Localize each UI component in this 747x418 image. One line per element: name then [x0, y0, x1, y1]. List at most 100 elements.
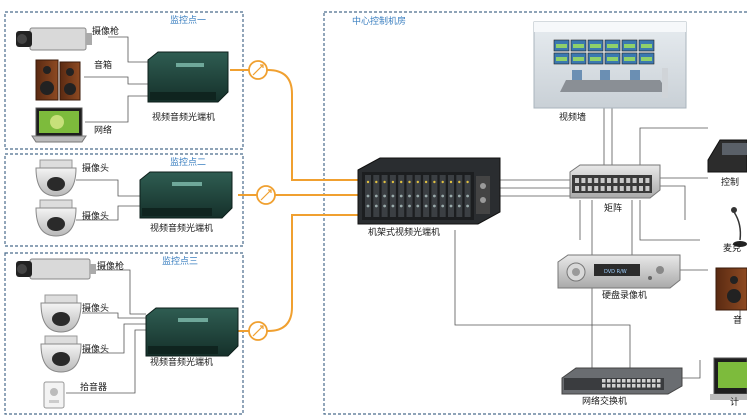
site2-camera-a-label: 摄像头: [82, 164, 110, 174]
site3-dome-b-label: 摄像头: [82, 345, 110, 355]
site3-cables: [66, 269, 146, 394]
switch-port: [632, 379, 636, 383]
laptop-icon: [31, 107, 87, 143]
site1-cables: [84, 36, 148, 123]
controller-label: 控制: [721, 178, 740, 188]
dvr-icon: DVD R/W: [557, 254, 681, 289]
switch-port: [652, 384, 656, 388]
site1-title: 监控点一: [170, 16, 207, 26]
dome-camera-icon: [40, 335, 82, 373]
computer-icon: [710, 357, 747, 400]
center-panel: [323, 11, 747, 415]
switch-port: [612, 384, 616, 388]
box-camera-icon: [16, 27, 92, 51]
switch-port: [622, 384, 626, 388]
matrix-key: [632, 186, 637, 191]
rack-transceiver-icon: [357, 157, 501, 225]
fiber-connectors: [248, 60, 276, 341]
switch-port: [657, 384, 661, 388]
switch-port: [632, 384, 636, 388]
speaker-icon: [35, 59, 81, 101]
site3-camera-label: 摄像枪: [97, 262, 125, 272]
speaker-icon: [715, 267, 747, 311]
site3-pickup-label: 拾音器: [80, 383, 108, 393]
rack-transceiver-label: 机架式视频光端机: [368, 228, 441, 238]
site3-transceiver-label: 视频音频光端机: [150, 358, 214, 368]
switch-port: [657, 379, 661, 383]
switch-port: [602, 379, 606, 383]
site3-panel: [4, 252, 244, 415]
center-cables: [454, 108, 741, 390]
control-keyboard-icon: [707, 139, 747, 173]
matrix-key: [645, 178, 650, 183]
site2-camera-b-label: 摄像头: [82, 212, 110, 222]
dvr-badge: DVD R/W: [604, 269, 627, 275]
switch-port: [602, 384, 606, 388]
switch-port: [637, 384, 641, 388]
matrix-key: [575, 186, 579, 191]
site2-cables: [76, 179, 140, 221]
matrix-key: [594, 186, 599, 191]
microphone-icon: [731, 207, 747, 247]
switch-label: 网络交换机: [582, 397, 628, 407]
microphone-label: 麦克: [723, 244, 742, 254]
matrix-key: [594, 178, 599, 183]
switch-port: [647, 379, 651, 383]
matrix-switcher-icon: [569, 164, 661, 199]
network-switch-icon: [561, 367, 683, 395]
dvr-label: 硬盘录像机: [602, 291, 648, 301]
fiber-transceiver-icon: [147, 51, 229, 103]
matrix-key: [607, 186, 611, 191]
matrix-key: [581, 186, 586, 191]
fiber-transceiver-icon: [145, 307, 239, 357]
site1-speaker-label: 音箱: [94, 61, 113, 71]
switch-port: [607, 379, 611, 383]
switch-port: [617, 379, 621, 383]
matrix-key: [600, 186, 605, 191]
switch-port: [627, 379, 631, 383]
switch-port: [617, 384, 621, 388]
matrix-key: [575, 178, 579, 183]
matrix-key: [613, 186, 618, 191]
site2-transceiver-label: 视频音频光端机: [150, 224, 214, 234]
switch-port: [612, 379, 616, 383]
dome-camera-icon: [35, 199, 77, 237]
center-title: 中心控制机房: [352, 17, 407, 27]
matrix-key: [619, 178, 624, 183]
computer-label: 计: [730, 398, 740, 408]
site3-title: 监控点三: [162, 257, 199, 267]
matrix-key: [587, 178, 592, 183]
speaker-right-label: 音: [733, 316, 743, 326]
switch-port: [652, 379, 656, 383]
matrix-key: [626, 186, 631, 191]
matrix-key: [632, 178, 637, 183]
dome-camera-icon: [35, 159, 77, 197]
switch-port: [622, 379, 626, 383]
matrix-key: [619, 186, 624, 191]
matrix-label: 矩阵: [604, 204, 623, 214]
matrix-key: [581, 178, 586, 183]
matrix-key: [639, 178, 643, 183]
site1-camera-label: 摄像枪: [92, 27, 120, 37]
switch-port: [647, 384, 651, 388]
audio-pickup-icon: [43, 381, 65, 409]
fiber-links: [230, 69, 360, 332]
matrix-key: [587, 186, 592, 191]
site1-panel: [4, 11, 244, 150]
switch-port: [642, 384, 646, 388]
dome-camera-icon: [40, 294, 82, 333]
matrix-key: [639, 186, 643, 191]
switch-port: [607, 384, 611, 388]
matrix-key: [600, 178, 605, 183]
matrix-key: [613, 178, 618, 183]
fiber-transceiver-icon: [139, 171, 233, 219]
switch-port: [642, 379, 646, 383]
site1-transceiver-label: 视频音频光端机: [152, 113, 216, 123]
site3-dome-a-label: 摄像头: [82, 304, 110, 314]
switch-port: [627, 384, 631, 388]
matrix-key: [626, 178, 631, 183]
site1-network-label: 网络: [94, 126, 113, 136]
video-wall-label: 视频墙: [559, 113, 587, 123]
